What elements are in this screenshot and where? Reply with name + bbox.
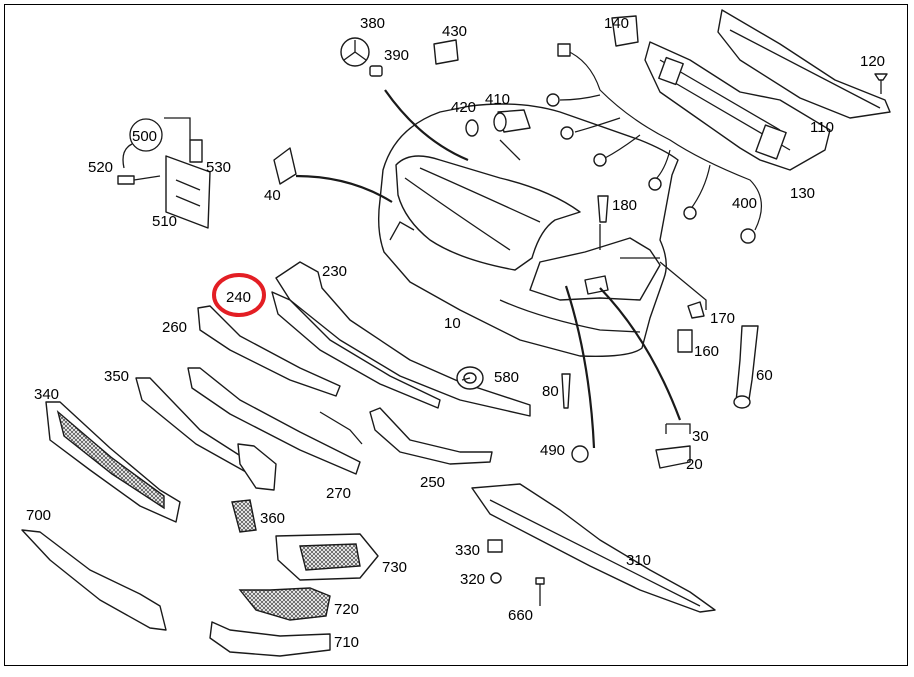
callout-500-circle	[129, 118, 163, 152]
license-plate-holder-part-510	[165, 155, 211, 229]
clip-part-330	[487, 539, 503, 553]
callout-660: 660	[508, 607, 533, 624]
callout-710: 710	[334, 634, 359, 651]
clip-part-80	[561, 373, 571, 409]
callout-130: 130	[790, 185, 815, 202]
clip-part-180	[597, 195, 609, 223]
callout-720: 720	[334, 601, 359, 618]
callout-230: 230	[322, 263, 347, 280]
sensor-part-410	[493, 109, 531, 133]
sensor-ring-part-420	[465, 119, 479, 137]
callout-80: 80	[542, 383, 559, 400]
grille-insert-part-360	[231, 499, 257, 533]
bracket-part-140	[611, 15, 639, 47]
callout-250: 250	[420, 474, 445, 491]
side-bracket-part-60	[733, 325, 759, 409]
callout-420: 420	[451, 99, 476, 116]
trim-strip-part-260	[197, 305, 341, 397]
callout-350: 350	[104, 368, 129, 385]
callout-320: 320	[460, 571, 485, 588]
callout-430: 430	[442, 23, 467, 40]
callout-240: 240	[226, 289, 251, 306]
callout-380: 380	[360, 15, 385, 32]
moulding-part-230	[275, 261, 531, 417]
star-emblem-part-380	[340, 37, 370, 67]
bumper-cover-part-10	[377, 103, 679, 357]
trim-strip-part-240	[271, 291, 441, 409]
callout-270: 270	[326, 485, 351, 502]
leader-lines	[122, 89, 707, 449]
callout-500: 500	[132, 128, 157, 145]
callout-20: 20	[686, 456, 703, 473]
callout-110: 110	[810, 119, 834, 136]
callout-520: 520	[88, 159, 113, 176]
nut-part-530	[189, 139, 203, 163]
callout-160: 160	[694, 343, 719, 360]
lower-grille-part-340	[45, 401, 181, 523]
stud-part-660	[535, 577, 545, 606]
callout-10: 10	[444, 315, 461, 332]
impact-strip-part-130	[717, 9, 891, 119]
trim-strip-part-250	[369, 407, 493, 465]
clip-part-390	[369, 65, 383, 77]
callout-170: 170	[710, 310, 735, 327]
bracket-part-430	[433, 39, 459, 65]
tow-cover-part-40	[273, 147, 297, 185]
callout-530: 530	[206, 159, 231, 176]
sensor-part-490	[571, 445, 589, 463]
callout-60: 60	[756, 367, 773, 384]
callout-330: 330	[455, 542, 480, 559]
callout-40: 40	[264, 187, 281, 204]
callout-730: 730	[382, 559, 407, 576]
callout-340: 340	[34, 386, 59, 403]
trim-strip-part-270	[187, 367, 363, 475]
screw-part-320	[490, 572, 502, 584]
carrier-part-110	[644, 41, 831, 171]
callout-180: 180	[612, 197, 637, 214]
callout-510: 510	[152, 213, 177, 230]
callout-30: 30	[692, 428, 709, 445]
screw-part-170	[687, 301, 705, 319]
spoiler-lip-part-700	[21, 529, 167, 631]
callout-360: 360	[260, 510, 285, 527]
callout-400: 400	[732, 195, 757, 212]
underbody-panel-part-310	[471, 483, 716, 613]
mount-bracket	[237, 443, 277, 491]
tow-eye-cover-part-20	[655, 445, 691, 469]
callout-390: 390	[384, 47, 409, 64]
callout-120: 120	[860, 53, 885, 70]
fog-lamp-frame-part-730	[275, 533, 379, 581]
callout-580: 580	[494, 369, 519, 386]
callout-140: 140	[604, 15, 629, 32]
callout-labels: 380 390 430 140 120 410 420 110 500 520 …	[26, 15, 885, 651]
highlight-circle	[212, 273, 266, 317]
sensor-holder-part-160	[677, 329, 693, 353]
callout-410: 410	[485, 91, 510, 108]
callout-310: 310	[626, 552, 651, 569]
screw-part-120	[874, 73, 888, 94]
grille-insert-part-720	[238, 587, 331, 621]
screw-part-520	[117, 175, 161, 185]
wiring-harness-part-400	[546, 43, 762, 244]
callout-260: 260	[162, 319, 187, 336]
bracket-part-30	[665, 423, 691, 434]
callout-700: 700	[26, 507, 51, 524]
callout-490: 490	[540, 442, 565, 459]
trim-part-710	[209, 621, 331, 657]
diagram-frame	[4, 4, 908, 666]
